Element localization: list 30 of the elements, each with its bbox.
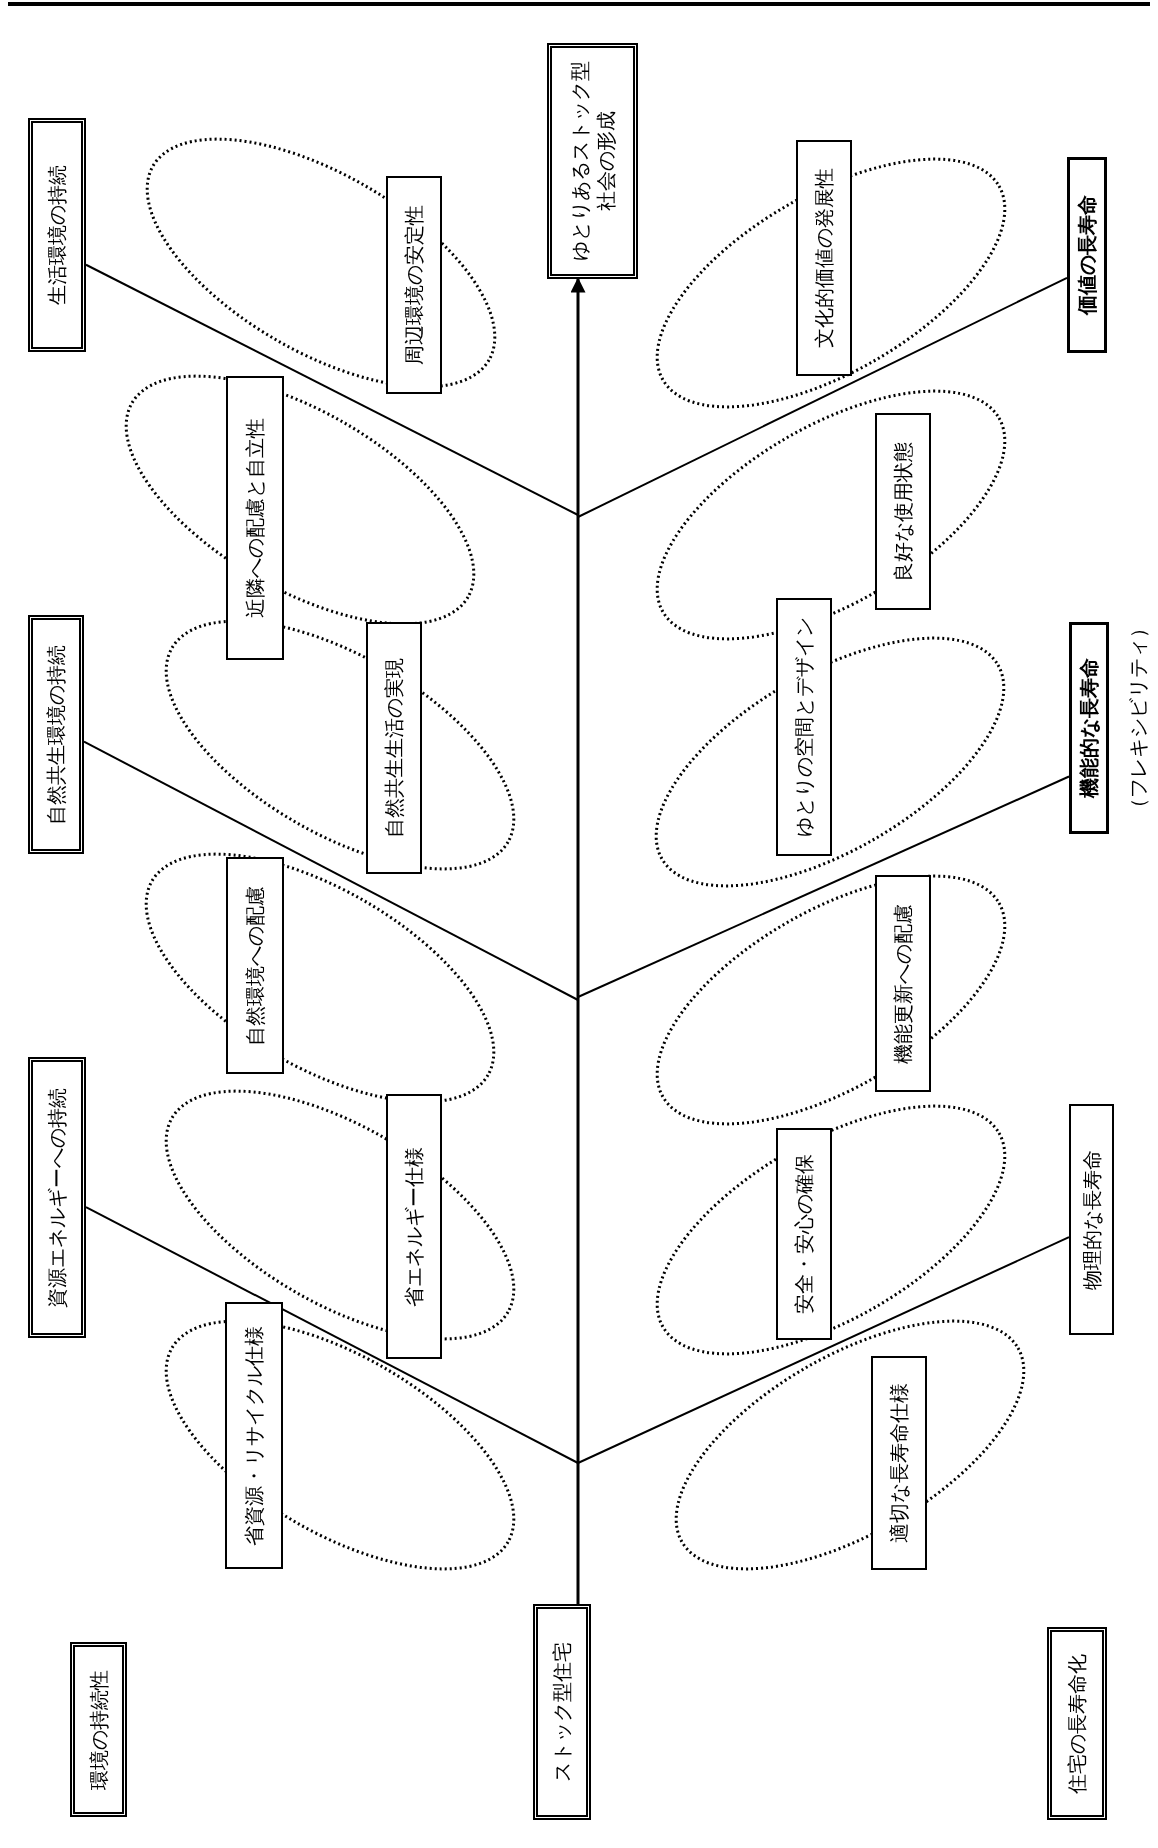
text-box: 物理的な長寿命 (1069, 1104, 1114, 1335)
branch-line (577, 276, 1068, 518)
double-bordered-box: 自然共生環境の持続 (28, 615, 84, 854)
double-bordered-box: 住宅の長寿命化 (1047, 1627, 1107, 1820)
annotation-text: （フレキシビリティ） (1125, 617, 1151, 818)
text-box: 価値の長寿命 (1067, 157, 1107, 353)
branch-line (85, 1206, 579, 1464)
double-bordered-box: ゆとりあるストック型社会の形成 (547, 43, 638, 279)
branch-line (83, 740, 579, 1001)
text-box: 省エネルギー仕様 (386, 1094, 442, 1359)
text-box: 機能更新への配慮 (875, 875, 931, 1092)
spine-arrow (570, 277, 586, 1604)
text-box: 自然環境への配慮 (226, 857, 284, 1074)
double-bordered-box: ストック型住宅 (533, 1604, 591, 1820)
branch-line (577, 775, 1070, 998)
text-box: 良好な使用状態 (875, 413, 931, 610)
text-box: 安全・安心の確保 (776, 1128, 832, 1340)
text-box: ゆとりの空間とデザイン (776, 598, 832, 856)
text-box: 機能的な長寿命 (1069, 622, 1109, 834)
text-box: 適切な長寿命仕様 (871, 1356, 927, 1570)
text-box: 周辺環境の安定性 (386, 176, 442, 394)
double-bordered-box: 資源エネルギーへの持続 (28, 1057, 86, 1338)
text-box: 省資源・リサイクル仕様 (225, 1302, 283, 1569)
double-bordered-box: 生活環境の持続 (28, 118, 86, 352)
branch-line (85, 263, 579, 516)
text-box: 自然共生生活の実現 (366, 622, 422, 874)
text-box: 文化的価値の発展性 (796, 140, 852, 376)
text-box: 近隣への配慮と自立性 (226, 376, 284, 660)
double-bordered-box: 環境の持続性 (70, 1642, 127, 1817)
branch-line (577, 1236, 1070, 1464)
